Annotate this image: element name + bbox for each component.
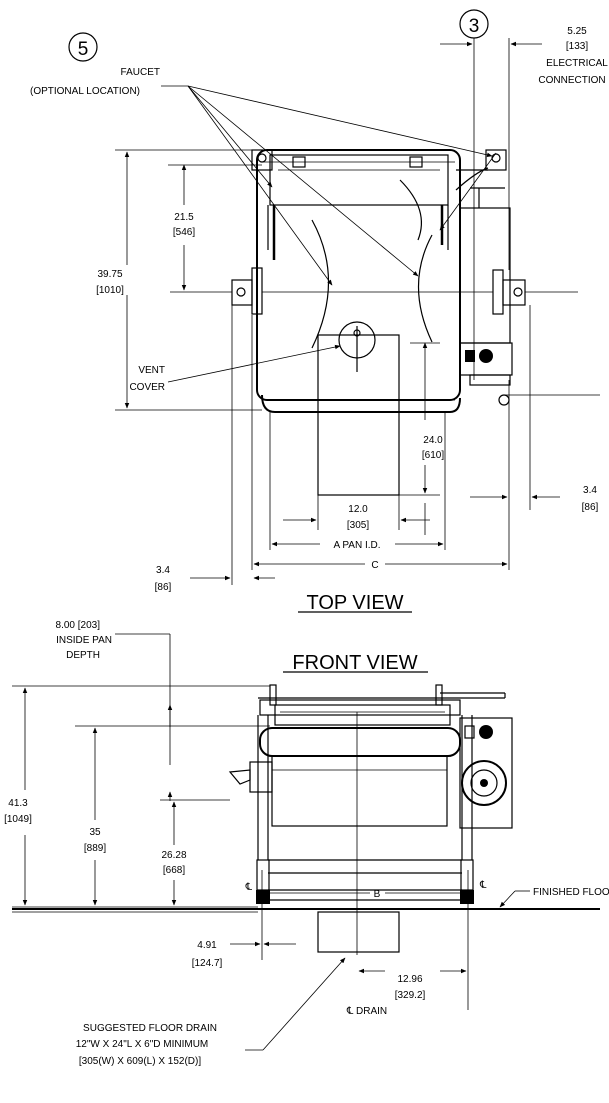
dim-12-96: 12.96 [329.2] ℄ DRAIN (346, 968, 467, 1017)
dim-329-2: [329.2] (395, 990, 426, 1001)
control-box-front (459, 717, 513, 829)
cover-label: COVER (129, 382, 165, 393)
floor-drain-line-1: SUGGESTED FLOOR DRAIN (83, 1023, 217, 1034)
electrical-dim-mm: [133] (566, 41, 588, 52)
height-26-28: 26.28 (161, 850, 186, 861)
floor-drain-note: SUGGESTED FLOOR DRAIN 12"W X 24"L X 6"D … (76, 957, 346, 1067)
finished-floor: FINISHED FLOOR (12, 887, 609, 910)
pan-id-label: A PAN I.D. (333, 540, 380, 551)
centerline-right: ℄ (479, 880, 487, 891)
dim-c: C (251, 315, 510, 571)
inside-pan-label: INSIDE PAN (56, 635, 112, 646)
callout-5-number: 5 (78, 39, 89, 60)
dim-12-96-value: 12.96 (397, 974, 422, 985)
dim-b-label: B (374, 889, 381, 900)
top-view-title: TOP VIEW (306, 592, 403, 614)
height-1049: [1049] (4, 814, 32, 825)
dim-4-91: 4.91 [124.7] (192, 940, 296, 969)
dim-24-mm: [610] (422, 450, 444, 461)
depth-1010: [1010] (96, 285, 124, 296)
depth-39-75: 39.75 (97, 269, 122, 280)
dim-3-4-left-value: 3.4 (156, 565, 170, 576)
centerline-left: ℄ (245, 882, 253, 893)
height-889: [889] (84, 843, 106, 854)
floor-drain-line-2: 12"W X 24"L X 6"D MINIMUM (76, 1039, 209, 1050)
electrical-control-box (459, 187, 513, 406)
dim-124-7: [124.7] (192, 958, 223, 969)
callout-3-number: 3 (469, 16, 480, 37)
dim-3-4-left: 3.4 [86] (155, 305, 275, 593)
dim-86-right: [86] (582, 502, 599, 513)
electrical-label: ELECTRICAL (546, 58, 608, 69)
height-35: 35 (89, 827, 101, 838)
electrical-dim-value: 5.25 (567, 26, 587, 37)
depth-21-5: 21.5 (174, 212, 194, 223)
floor-drain (317, 911, 400, 953)
dim-12-value: 12.0 (348, 504, 368, 515)
dim-c-label: C (371, 560, 378, 571)
electrical-connection-dimension: 5.25 [133] ELECTRICAL CONNECTION (440, 26, 608, 270)
front-view-title: FRONT VIEW (292, 652, 417, 674)
dim-a-pan-id: A PAN I.D. (269, 412, 446, 551)
dim-24: 24.0 [610] (399, 342, 444, 496)
pan-depth-label: 8.00 [203] (56, 620, 101, 631)
callout-5: 5 (68, 32, 98, 62)
connection-label: CONNECTION (538, 75, 605, 86)
faucet-location-label: (OPTIONAL LOCATION) (30, 86, 140, 97)
dim-24-value: 24.0 (423, 435, 443, 446)
dim-3-4-right-value: 3.4 (583, 485, 597, 496)
height-41-3: 41.3 (8, 798, 28, 809)
depth-546: [546] (173, 227, 195, 238)
floor-drain-line-3: [305(W) X 609(L) X 152(D)] (79, 1056, 201, 1067)
height-668: [668] (163, 865, 185, 876)
faucet-label: FAUCET (121, 67, 160, 78)
dim-4-91-value: 4.91 (197, 940, 217, 951)
finished-floor-label: FINISHED FLOOR (533, 887, 609, 898)
dim-3-4-right: 3.4 [86] (470, 305, 599, 513)
dim-b: ℄ ℄ B (245, 870, 487, 1010)
dim-12-mm: [305] (347, 520, 369, 531)
callout-3: 3 (459, 9, 489, 380)
pan-opening (317, 321, 400, 496)
height-dimensions: 41.3 [1049] 35 [889] 26.28 [668] (4, 685, 270, 913)
depth-dimensions-top: 39.75 [1010] 21.5 [546] (96, 149, 262, 411)
kettle-top-outline (170, 149, 578, 413)
depth-word-label: DEPTH (66, 650, 100, 661)
top-view: 5 FAUCET (OPTIONAL LOCATION) 3 5.25 [133… (30, 9, 608, 614)
front-view: FRONT VIEW 8.00 [203] INSIDE PAN DEPTH (4, 620, 609, 1067)
dim-86-left: [86] (155, 582, 172, 593)
faucet-leader-lines (161, 85, 493, 286)
drain-centerline-label: ℄ DRAIN (346, 1006, 387, 1017)
dim-12: 12.0 [305] (283, 495, 430, 535)
vent-label: VENT (138, 365, 165, 376)
